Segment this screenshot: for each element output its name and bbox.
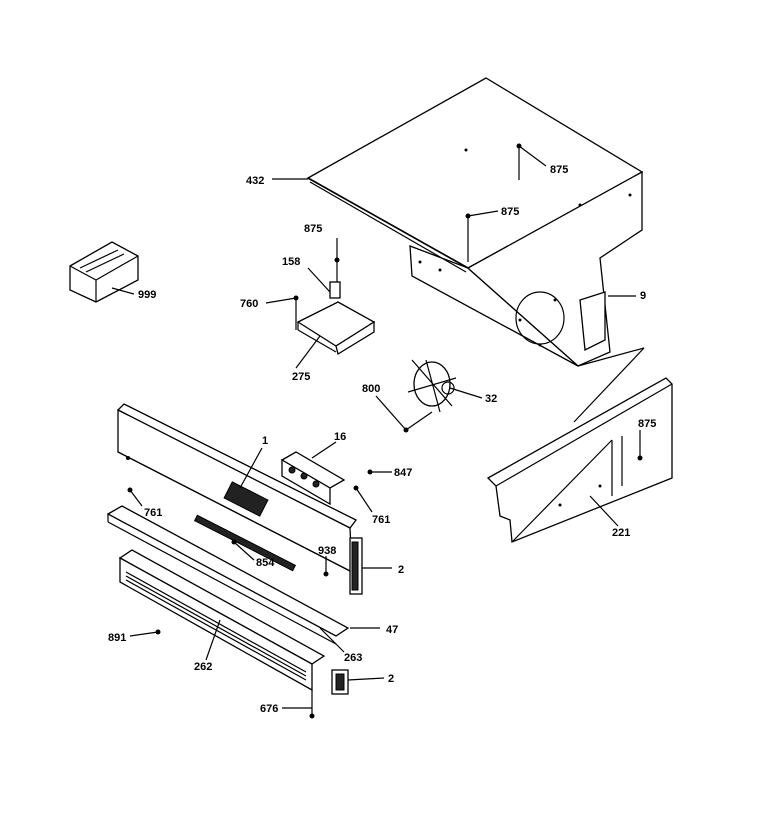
callout-221: 221	[612, 527, 630, 539]
trim-strip	[106, 505, 350, 645]
callout-847: 847	[394, 467, 412, 479]
callout-2-lower: 2	[388, 673, 394, 685]
callout-761-right: 761	[372, 514, 390, 526]
control-panel	[116, 403, 357, 574]
callout-47: 47	[386, 624, 398, 636]
bracket-part	[296, 281, 376, 356]
callout-1: 1	[262, 435, 268, 447]
side-panel	[486, 377, 673, 543]
callout-875-top: 875	[550, 164, 568, 176]
callout-32: 32	[485, 393, 497, 405]
callout-875-mid: 875	[501, 206, 519, 218]
end-bracket-upper	[349, 537, 363, 595]
callout-16: 16	[334, 431, 346, 443]
fan-motor	[407, 359, 457, 413]
callout-891: 891	[108, 632, 126, 644]
cabinet-top-cover	[306, 77, 644, 367]
end-bracket-lower	[331, 669, 349, 695]
callout-760: 760	[240, 298, 258, 310]
callout-2-upper: 2	[398, 564, 404, 576]
callout-9: 9	[640, 290, 646, 302]
callout-275: 275	[292, 371, 310, 383]
callout-263: 263	[344, 652, 362, 664]
leader-lines	[111, 145, 641, 716]
callout-999: 999	[138, 289, 156, 301]
keypad-board	[280, 451, 346, 506]
box-part	[69, 241, 139, 303]
callout-854: 854	[256, 557, 275, 569]
callout-761-left: 761	[144, 507, 162, 519]
callout-432: 432	[246, 175, 264, 187]
callout-158: 158	[282, 256, 300, 268]
callout-676: 676	[260, 703, 278, 715]
callout-800: 800	[362, 383, 380, 395]
callout-875-bracket: 875	[304, 223, 322, 235]
callout-875-side: 875	[638, 418, 656, 430]
callout-labels: 432 875 875 875 875 999 158 760 275 9 80…	[108, 164, 656, 715]
callout-262: 262	[194, 661, 212, 673]
callout-938: 938	[318, 545, 336, 557]
